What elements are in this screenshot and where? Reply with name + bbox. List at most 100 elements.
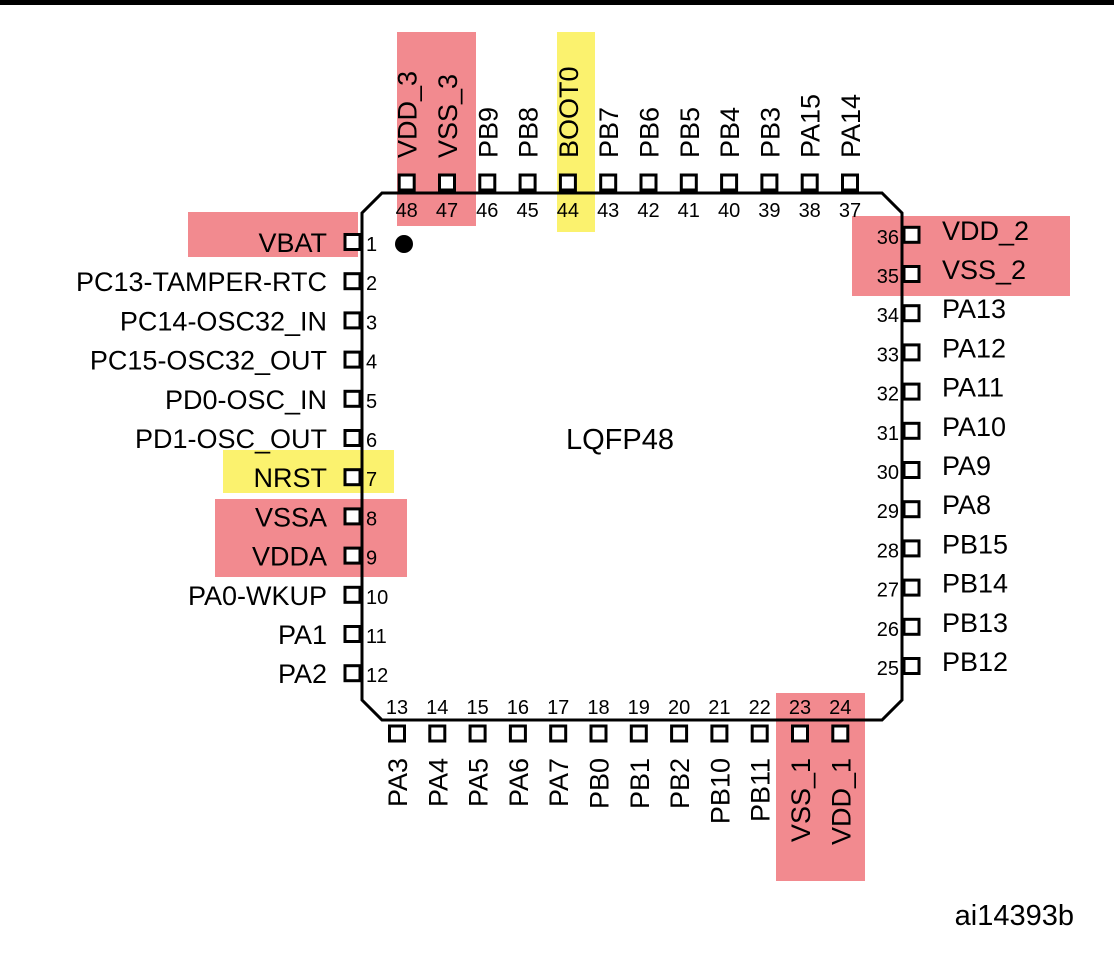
pin-12-pad	[343, 664, 362, 683]
pin-33-number: 33	[877, 344, 899, 366]
pin-1-number: 1	[366, 234, 377, 256]
figure-reference: ai14393b	[954, 900, 1074, 932]
pin-18-pad	[589, 724, 608, 743]
pin-3-pad	[343, 311, 362, 330]
pin-19-label: PB1	[625, 758, 655, 809]
pin1-indicator-dot	[395, 235, 413, 253]
pin-10-label: PA0-WKUP	[188, 581, 327, 611]
pin-35-label: VSS_2	[942, 255, 1026, 285]
pin-3-label: PC14-OSC32_IN	[120, 306, 327, 336]
pin-2-number: 2	[366, 273, 377, 295]
pin-9-pad	[343, 546, 362, 565]
pin-38-label: PA15	[796, 94, 826, 158]
pin-30-number: 30	[877, 462, 899, 484]
top-border-line	[0, 0, 1114, 5]
pin-13-number: 13	[386, 697, 408, 719]
pin-37-label: PA14	[836, 94, 866, 158]
pin-4-label: PC15-OSC32_OUT	[90, 346, 327, 376]
pin-36-label: VDD_2	[942, 216, 1029, 246]
highlight-vssa-vdda	[215, 499, 407, 577]
pin-38-pad	[800, 173, 819, 192]
pin-1-label: VBAT	[258, 228, 327, 258]
pin-47-number: 47	[436, 200, 458, 222]
pin-26-label: PB13	[942, 608, 1008, 638]
pin-17-number: 17	[547, 697, 569, 719]
pin-6-label: PD1-OSC_OUT	[135, 424, 327, 454]
pin-44-label: BOOT0	[554, 66, 584, 158]
pin-40-label: PB4	[715, 107, 745, 158]
pin-40-number: 40	[718, 200, 740, 222]
pin-46-number: 46	[476, 200, 498, 222]
pin-8-number: 8	[366, 508, 377, 530]
pin-31-number: 31	[877, 423, 899, 445]
pin-32-label: PA11	[942, 373, 1004, 403]
pin-20-label: PB2	[665, 758, 695, 809]
pin-11-pad	[343, 625, 362, 643]
pin-43-number: 43	[597, 200, 619, 222]
pin-26-pad	[902, 617, 921, 636]
pin-8-label: VSSA	[255, 502, 327, 532]
pin-29-label: PA8	[942, 490, 991, 520]
pins-group: 1VBAT2PC13-TAMPER-RTC3PC14-OSC32_IN4PC15…	[76, 66, 1029, 845]
pin-33-label: PA12	[942, 333, 1006, 363]
pin-16-label: PA6	[504, 758, 534, 807]
pin-47-label: VSS_3	[433, 74, 463, 158]
pin-24-label: VDD_1	[826, 758, 856, 845]
pin-28-pad	[902, 539, 921, 558]
pin-10-pad	[343, 585, 362, 604]
pin-29-number: 29	[877, 501, 899, 523]
pin-38-number: 38	[799, 200, 821, 222]
pin-26-number: 26	[877, 619, 899, 641]
pin-20-number: 20	[668, 697, 690, 719]
pin-25-pad	[902, 657, 921, 675]
pin-42-pad	[639, 173, 658, 192]
highlight-vss1-vdd1	[776, 693, 865, 881]
pin-2-label: PC13-TAMPER-RTC	[76, 267, 327, 297]
pin-9-label: VDDA	[252, 542, 327, 572]
pin-5-label: PD0-OSC_IN	[165, 385, 327, 415]
pin-29-pad	[902, 500, 921, 519]
pin-1-pad	[343, 233, 362, 251]
pin-35-number: 35	[877, 266, 899, 288]
pin-19-number: 19	[628, 697, 650, 719]
pin-22-number: 22	[749, 697, 771, 719]
pin-44-number: 44	[557, 200, 579, 222]
pin-14-label: PA4	[423, 758, 453, 807]
pin-30-label: PA9	[942, 451, 991, 481]
chip-body-outline	[360, 191, 904, 722]
pin-46-pad	[478, 173, 497, 192]
pin-5-pad	[343, 389, 362, 408]
pin-22-pad	[750, 724, 769, 743]
highlight-nrst	[223, 450, 394, 493]
pin-8-pad	[343, 507, 362, 526]
pin-24-number: 24	[829, 697, 851, 719]
pin-41-number: 41	[678, 200, 700, 222]
pin-7-number: 7	[366, 469, 377, 491]
pin-15-number: 15	[466, 697, 488, 719]
pin-5-number: 5	[366, 391, 377, 413]
pin-42-number: 42	[637, 200, 659, 222]
pin-48-pad	[397, 173, 416, 192]
pin-12-number: 12	[366, 665, 388, 687]
pin-37-pad	[841, 173, 859, 192]
pin-35-pad	[902, 265, 921, 283]
package-label: LQFP48	[566, 424, 674, 456]
pin-15-label: PA5	[464, 758, 494, 807]
pin-9-number: 9	[366, 548, 377, 570]
pin-21-pad	[710, 724, 729, 743]
pin-43-label: PB7	[594, 107, 624, 158]
pin-27-pad	[902, 578, 921, 597]
pin-18-number: 18	[587, 697, 609, 719]
pin-32-number: 32	[877, 384, 899, 406]
pin-15-pad	[468, 724, 487, 743]
pin-47-pad	[438, 173, 456, 192]
pin-41-pad	[679, 173, 698, 192]
pin-11-label: PA1	[278, 620, 327, 650]
pin-25-number: 25	[877, 658, 899, 680]
pin-10-number: 10	[366, 587, 388, 609]
pin-41-label: PB5	[675, 107, 705, 158]
pin-16-number: 16	[507, 697, 529, 719]
pin-45-number: 45	[516, 200, 538, 222]
pin-28-label: PB15	[942, 529, 1008, 559]
